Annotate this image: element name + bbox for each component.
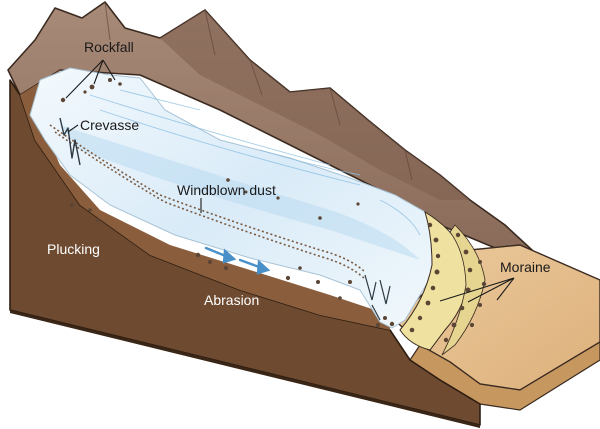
abrasion-label: Abrasion: [204, 292, 259, 308]
flow-arrows: [204, 246, 271, 275]
terminus-crevasses: [364, 274, 391, 321]
crevasse-label: Crevasse: [80, 117, 139, 133]
moraine-label: Moraine: [500, 259, 551, 275]
ice-surface-shading: [60, 125, 420, 260]
earth-bottom-edge: [10, 310, 480, 428]
ice-flow-lines: [89, 89, 421, 236]
plucking-label: Plucking: [47, 241, 100, 257]
rockfall-leader: [65, 59, 116, 99]
moraine-leader: [439, 277, 515, 303]
crevasse-leader: [67, 124, 79, 133]
mountain-crest-lines: [104, 1, 413, 181]
scattered-rocks: [60, 78, 360, 300]
moraine-debris: [376, 222, 487, 343]
leader-lines: [65, 59, 515, 303]
valley-wall: [20, 70, 390, 330]
rockfall-label: Rockfall: [84, 39, 134, 55]
crevasse-crack: [59, 117, 81, 166]
mountain-shadow: [160, 10, 470, 200]
windblown-dust-label: Windblown dust: [177, 182, 276, 198]
dust-layer-upper: [49, 124, 366, 273]
